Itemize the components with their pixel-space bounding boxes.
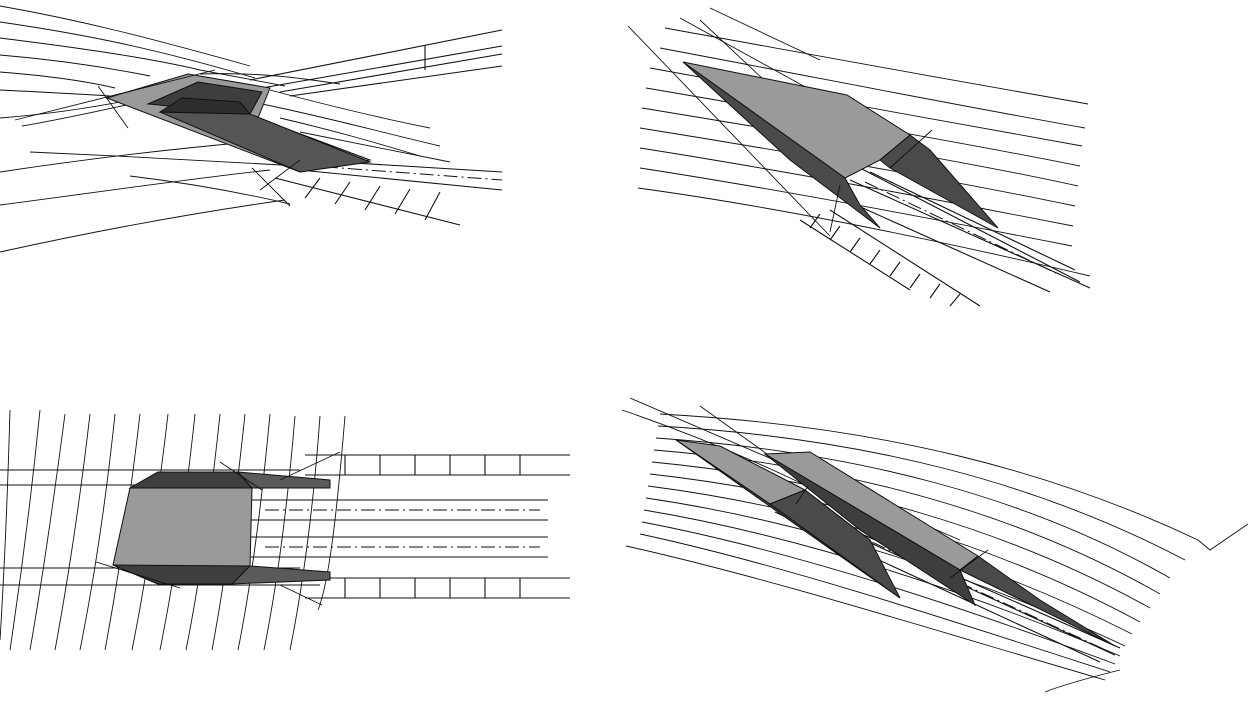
road-plan bbox=[250, 454, 570, 599]
panel-bottom-left bbox=[0, 400, 600, 720]
road-cut bbox=[799, 167, 1091, 307]
construction-lines bbox=[14, 69, 301, 207]
panel-bottom-right bbox=[620, 380, 1253, 720]
road-deck bbox=[249, 29, 503, 226]
retaining-wall-ticks bbox=[809, 213, 961, 307]
drawing-top-right bbox=[627, 7, 1091, 307]
portal-structure-rear bbox=[675, 439, 901, 599]
portal-structure-front bbox=[763, 451, 1116, 647]
construction-lines bbox=[795, 485, 989, 579]
retaining-wall-ticks bbox=[344, 455, 521, 598]
drawing-top-left bbox=[0, 5, 503, 253]
portal-structure bbox=[682, 61, 999, 229]
portal-structure bbox=[105, 73, 372, 173]
terrain-contours bbox=[0, 5, 451, 253]
panel-top-left bbox=[0, 0, 600, 300]
portal-structure bbox=[112, 471, 331, 585]
retaining-wall-ticks bbox=[304, 177, 441, 221]
panel-top-right bbox=[620, 0, 1253, 330]
construction-lines bbox=[95, 451, 341, 606]
drawing-bottom-right bbox=[621, 397, 1249, 693]
drawing-bottom-left bbox=[0, 409, 570, 651]
construction-lines bbox=[829, 129, 933, 233]
